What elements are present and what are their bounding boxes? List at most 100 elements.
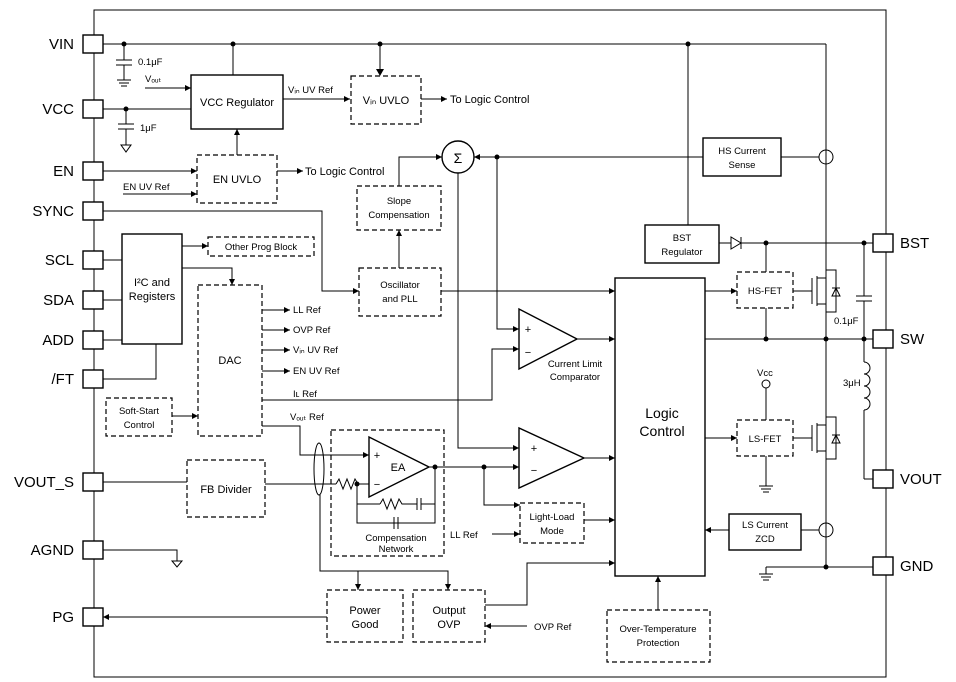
hs-fet-transistor (793, 269, 841, 313)
svg-text:VCC: VCC (42, 101, 74, 118)
bst-capacitor: 0.1μF (834, 243, 872, 339)
svg-text:Other Prog Block: Other Prog Block (225, 242, 298, 253)
pin-scl: SCL (45, 250, 104, 270)
svg-text:FB Divider: FB Divider (200, 484, 252, 496)
pin-en: EN (53, 161, 104, 181)
ls-fet-transistor (793, 416, 841, 460)
svg-text:LS Current: LS Current (742, 520, 788, 531)
svg-text:Vᵢₙ UV Ref: Vᵢₙ UV Ref (293, 345, 338, 356)
svg-text:DAC: DAC (218, 355, 241, 367)
pin-add: ADD (42, 330, 104, 350)
pin-bst: BST (872, 233, 929, 253)
svg-text:VOUT_S: VOUT_S (14, 474, 74, 491)
svg-text:Oscillator: Oscillator (380, 280, 420, 291)
ls-current-zcd: LS Current ZCD (728, 513, 802, 551)
power-good: Power Good (326, 589, 404, 643)
dac-outputs: LL Ref OVP Ref Vᵢₙ UV Ref EN UV Ref Iʟ R… (262, 305, 519, 458)
pin-sw: SW (872, 329, 925, 349)
svg-text:3μH: 3μH (843, 378, 861, 389)
pwm-comparator: + − (518, 426, 586, 490)
to-logic-label-2: To Logic Control (305, 166, 385, 178)
pin-sync: SYNC (32, 201, 104, 221)
svg-text:AGND: AGND (31, 542, 75, 559)
svg-text:Mode: Mode (540, 526, 564, 537)
i2c-registers: I²C and Registers (121, 233, 183, 345)
output-inductor: 3μH (843, 339, 873, 480)
hs-fet-driver: HS-FET (736, 271, 794, 309)
svg-text:ZCD: ZCD (755, 534, 775, 545)
svg-text:Good: Good (352, 619, 379, 631)
dac: DAC (197, 284, 263, 437)
svg-text:I²C and: I²C and (134, 277, 170, 289)
output-ovp: Output OVP (412, 589, 486, 643)
svg-text:LS-FET: LS-FET (749, 434, 782, 445)
en-uvlo: EN UVLO (196, 154, 278, 204)
svg-text:Slope: Slope (387, 196, 411, 207)
svg-text:Control: Control (124, 420, 155, 431)
svg-text:VIN: VIN (49, 36, 74, 53)
hs-current-sense: HS Current Sense (702, 137, 782, 177)
slope-compensation: Slope Compensation (356, 185, 442, 231)
svg-text:Compensation: Compensation (368, 210, 429, 221)
svg-text:−: − (374, 479, 380, 491)
svg-text:Control: Control (639, 423, 684, 439)
en-uv-ref-in-label: EN UV Ref (123, 182, 170, 193)
svg-text:VOUT: VOUT (900, 471, 942, 488)
svg-text:Soft-Start: Soft-Start (119, 406, 159, 417)
svg-text:Regulator: Regulator (661, 247, 702, 258)
svg-text:EN UV Ref: EN UV Ref (293, 366, 340, 377)
pin-vout-s: VOUT_S (14, 472, 104, 492)
svg-text:Network: Network (379, 544, 414, 555)
svg-text:EN: EN (53, 163, 74, 180)
error-amplifier-block: EA + − (330, 429, 445, 557)
bst-diode (730, 236, 742, 250)
ovp-ref-input-label: OVP Ref (534, 622, 572, 633)
svg-text:SYNC: SYNC (32, 203, 74, 220)
svg-text:EN UVLO: EN UVLO (213, 174, 262, 186)
pin-vcc: VCC (42, 99, 104, 119)
pin-pg: PG (52, 607, 104, 627)
svg-text:PG: PG (52, 609, 74, 626)
svg-text:BST: BST (900, 235, 929, 252)
pin-vout: VOUT (872, 469, 942, 489)
logic-control: Logic Control (614, 277, 706, 577)
svg-text:Protection: Protection (637, 638, 680, 649)
ll-ref-input-label: LL Ref (450, 530, 478, 541)
svg-text:OVP: OVP (437, 619, 460, 631)
bst-regulator: BST Regulator (644, 224, 720, 264)
svg-text:1μF: 1μF (140, 123, 157, 134)
summing-node: Σ (441, 140, 475, 174)
to-logic-label-1: To Logic Control (450, 94, 530, 106)
svg-text:OVP Ref: OVP Ref (293, 325, 331, 336)
sync-wire (103, 210, 359, 292)
vout-input-label: Vₒᵤₜ (145, 74, 162, 85)
svg-text:VCC Regulator: VCC Regulator (200, 97, 274, 109)
svg-text:Power: Power (349, 605, 381, 617)
svg-text:0.1μF: 0.1μF (138, 57, 163, 68)
vin-rail (103, 41, 827, 567)
svg-text:SDA: SDA (43, 292, 74, 309)
svg-text:Vᴄᴄ: Vᴄᴄ (757, 368, 773, 379)
svg-text:and PLL: and PLL (382, 294, 417, 305)
pin-vin: VIN (49, 34, 104, 54)
vin-capacitor: 0.1μF (116, 44, 163, 87)
vin-uv-ref-top-label: Vᵢₙ UV Ref (288, 85, 333, 96)
svg-text:Sense: Sense (729, 160, 756, 171)
soft-start-control: Soft-Start Control (105, 397, 173, 437)
svg-text:Logic: Logic (645, 405, 678, 421)
other-prog-block: Other Prog Block (207, 236, 315, 257)
svg-text:−: − (525, 347, 531, 359)
light-load-mode: Light-Load Mode (519, 502, 585, 544)
svg-text:HS Current: HS Current (718, 146, 766, 157)
oscillator-pll: Oscillator and PLL (358, 267, 442, 317)
compensation-network: Compensation Network (356, 467, 436, 555)
svg-text:+: + (525, 324, 531, 336)
pin-sda: SDA (43, 290, 104, 310)
svg-text:Output: Output (432, 605, 465, 617)
svg-text:HS-FET: HS-FET (748, 286, 783, 297)
svg-text:Iʟ Ref: Iʟ Ref (293, 389, 317, 400)
svg-text:Vᵢₙ UVLO: Vᵢₙ UVLO (363, 95, 410, 107)
svg-text:Σ: Σ (454, 150, 463, 166)
svg-text:0.1μF: 0.1μF (834, 316, 859, 327)
